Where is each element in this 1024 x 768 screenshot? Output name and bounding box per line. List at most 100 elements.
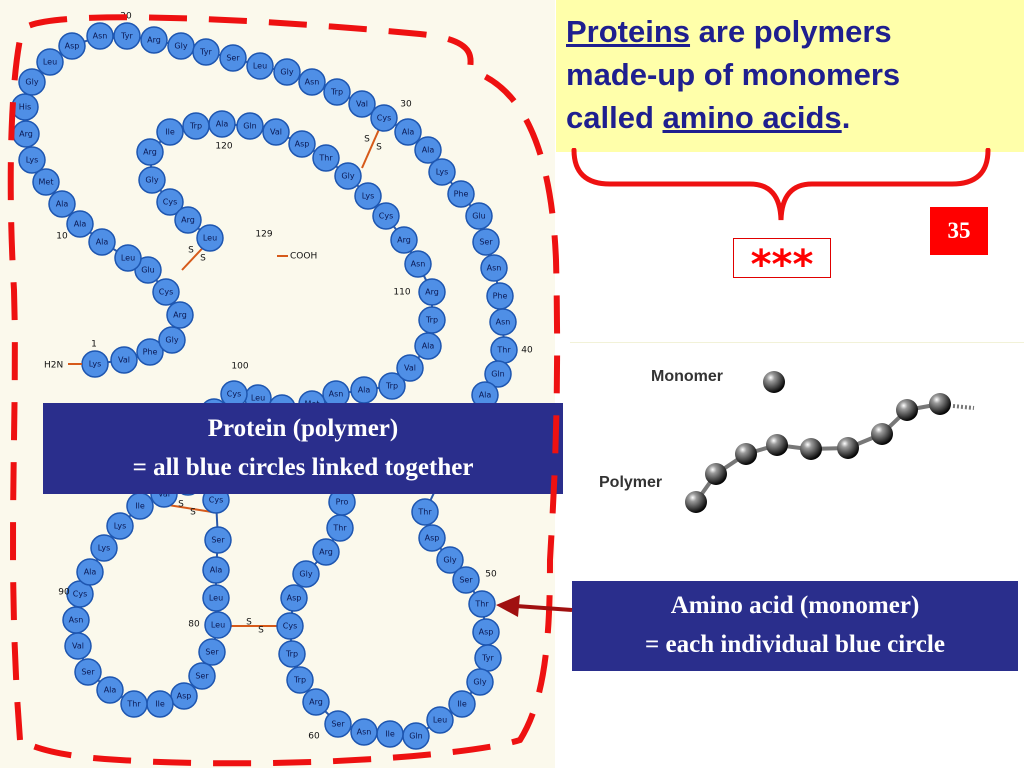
amino-acid-residue: Ile: [126, 492, 154, 520]
residue-label: Gly: [280, 68, 293, 77]
amino-acid-residue: Ser: [324, 710, 352, 738]
residue-label: Ala: [358, 386, 371, 395]
amino-acid-residue: Arg: [418, 278, 446, 306]
residue-label: Thr: [126, 700, 141, 709]
residue-label: Cys: [159, 288, 174, 297]
amino-acid-residue: Ser: [472, 228, 500, 256]
amino-acid-residue: Ala: [88, 228, 116, 256]
amino-acid-residue: Ile: [448, 690, 476, 718]
residue-label: Tyr: [199, 48, 212, 57]
amino-acid-residue: Gly: [158, 326, 186, 354]
amino-acid-residue: Asn: [489, 308, 517, 336]
residue-label: Arg: [147, 36, 161, 45]
residue-label: Ala: [479, 391, 492, 400]
position-number: 80: [188, 620, 200, 630]
amino-acid-residue: Arg: [136, 138, 164, 166]
residue-label: Lys: [98, 544, 111, 553]
amino-acid-residue: Ala: [96, 676, 124, 704]
residue-label: Leu: [253, 62, 267, 71]
residue-label: Asp: [295, 140, 310, 149]
amino-acid-residue: Gly: [138, 166, 166, 194]
amino-acid-residue: Gly: [334, 162, 362, 190]
residue-label: Thr: [474, 600, 489, 609]
amino-acid-residue: Cys: [372, 202, 400, 230]
residue-label: Ala: [422, 342, 435, 351]
amino-acid-residue: Asn: [322, 380, 350, 408]
amino-acid-residue: Gly: [18, 68, 46, 96]
amino-acid-residue: Ser: [74, 658, 102, 686]
residue-label: Gly: [443, 556, 456, 565]
position-number: 1: [91, 340, 97, 350]
amino-acid-residue: Cys: [276, 612, 304, 640]
position-number: 120: [215, 142, 232, 152]
amino-acid-residue: Thr: [411, 498, 439, 526]
position-number: 50: [485, 570, 497, 580]
residue-label: Trp: [330, 88, 343, 97]
residue-label: Cys: [377, 114, 392, 123]
residue-label: Ser: [226, 54, 240, 63]
polymer-ball: [871, 423, 893, 445]
residue-label: Tyr: [120, 32, 133, 41]
residue-label: Leu: [433, 716, 447, 725]
polymer-ball: [800, 438, 822, 460]
title-period: .: [841, 100, 851, 135]
amino-acid-residue: Tyr: [192, 38, 220, 66]
amino-acid-residue: Cys: [370, 104, 398, 132]
amino-acid-residue: Phe: [136, 338, 164, 366]
residue-label: Trp: [425, 316, 438, 325]
title-amino-acids-word: amino acids: [662, 100, 842, 135]
residue-label: Phe: [493, 292, 508, 301]
polymer-ball: [929, 393, 951, 415]
residue-label: Asp: [287, 594, 302, 603]
residue-label: Phe: [143, 348, 158, 357]
position-number: 90: [58, 588, 70, 598]
importance-stars: ***: [733, 238, 831, 278]
residue-label: Glu: [472, 212, 486, 221]
position-number: 30: [400, 100, 412, 110]
residue-label: Trp: [189, 122, 202, 131]
amino-acid-residue: Cys: [156, 188, 184, 216]
amino-acid-residue: Asp: [58, 32, 86, 60]
amino-acid-residue: Ala: [202, 556, 230, 584]
disulfide-s-label: S: [258, 626, 264, 636]
residue-label: Lys: [362, 192, 375, 201]
amino-acid-residue: Gly: [292, 560, 320, 588]
position-number: 40: [521, 346, 533, 356]
curly-brace: [571, 148, 991, 221]
residue-label: Asp: [65, 42, 80, 51]
position-number: 60: [308, 732, 320, 742]
residue-label: Arg: [181, 216, 195, 225]
position-number: 10: [56, 232, 68, 242]
amino-acid-residue: Phe: [447, 180, 475, 208]
amino-acid-residue: Tyr: [113, 22, 141, 50]
residue-label: Leu: [211, 621, 225, 630]
residue-label: Glu: [141, 266, 155, 275]
residue-label: Ala: [84, 568, 97, 577]
residue-label: Leu: [43, 58, 57, 67]
residue-label: Ile: [155, 700, 165, 709]
residue-label: Met: [39, 178, 54, 187]
amino-acid-residue: Cys: [152, 278, 180, 306]
residue-label: Ser: [195, 672, 209, 681]
residue-label: Cys: [163, 198, 178, 207]
residue-label: Asn: [496, 318, 511, 327]
amino-acid-residue: Trp: [323, 78, 351, 106]
residue-label: Asp: [177, 692, 192, 701]
amino-acid-residue: Thr: [312, 144, 340, 172]
residue-label: Gly: [145, 176, 158, 185]
amino-acid-residue: Ser: [204, 526, 232, 554]
residue-label: Asn: [93, 32, 108, 41]
amino-acid-residue: Trp: [378, 372, 406, 400]
position-number: 129: [255, 230, 272, 240]
amino-acid-residue: Lys: [428, 158, 456, 186]
amino-acid-residue: Arg: [166, 301, 194, 329]
residue-label: Ala: [216, 120, 229, 129]
residue-label: Ile: [165, 128, 175, 137]
disulfide-s-label: S: [188, 246, 194, 256]
residue-label: Arg: [309, 698, 323, 707]
amino-acid-residue: Arg: [140, 26, 168, 54]
amino-acid-residue: Asp: [280, 584, 308, 612]
disulfide-s-label: S: [178, 500, 184, 510]
